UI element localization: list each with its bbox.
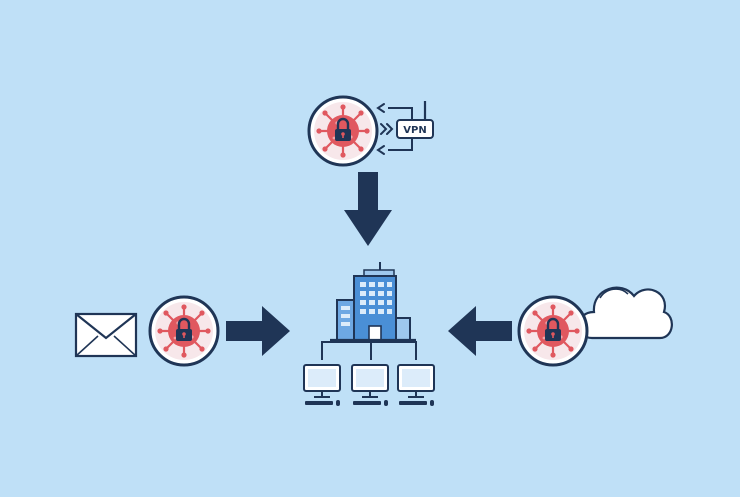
cloud-icon xyxy=(578,286,673,340)
computer-icon xyxy=(397,364,435,407)
vpn-router-icon: VPN xyxy=(376,101,434,155)
vpn-threat-group: VPN xyxy=(307,95,434,246)
computer-icon xyxy=(303,364,341,407)
workstations-group xyxy=(303,364,435,407)
down-arrow-icon xyxy=(344,172,392,246)
office-building-icon xyxy=(330,262,416,342)
malware-lock-icon xyxy=(148,295,220,367)
envelope-icon xyxy=(74,312,138,358)
malware-lock-icon xyxy=(517,295,589,367)
computer-icon xyxy=(351,364,389,407)
right-arrow-icon xyxy=(226,306,290,356)
vpn-label: VPN xyxy=(403,125,426,136)
email-threat-group xyxy=(74,295,290,367)
malware-lock-icon xyxy=(307,95,379,167)
network-connections xyxy=(321,340,417,360)
double-chevron-icon xyxy=(380,123,394,135)
left-arrow-icon xyxy=(448,306,512,356)
cloud-threat-group xyxy=(448,286,673,367)
